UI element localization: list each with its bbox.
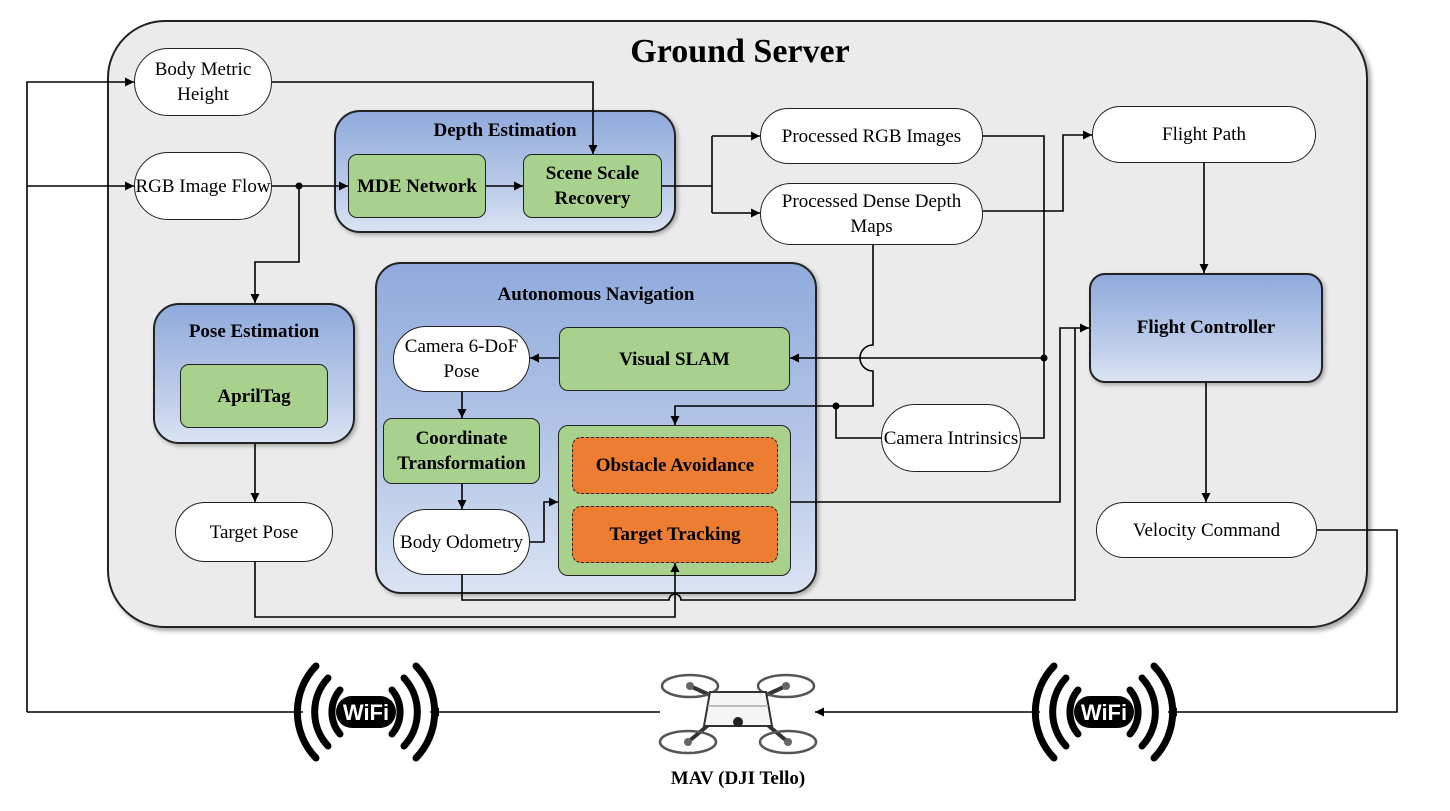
target-tracking-box: Target Tracking bbox=[572, 506, 778, 563]
body-metric-height-node: Body Metric Height bbox=[134, 48, 272, 116]
camera-intrinsics-node: Camera Intrinsics bbox=[881, 404, 1021, 472]
flight-path-node: Flight Path bbox=[1092, 106, 1316, 163]
drone-icon bbox=[658, 673, 818, 755]
apriltag-box: AprilTag bbox=[180, 364, 328, 428]
processed-rgb-images-node: Processed RGB Images bbox=[760, 108, 983, 164]
wifi-label: WiFi bbox=[1081, 700, 1127, 725]
velocity-command-node: Velocity Command bbox=[1096, 502, 1317, 558]
mav-caption: MAV (DJI Tello) bbox=[670, 768, 806, 789]
autonomous-navigation-title: Autonomous Navigation bbox=[497, 284, 695, 305]
rgb-image-flow-node: RGB Image Flow bbox=[134, 152, 272, 220]
target-pose-node: Target Pose bbox=[175, 502, 333, 562]
flight-controller-box: Flight Controller bbox=[1089, 273, 1323, 383]
scene-scale-recovery-box: Scene Scale Recovery bbox=[523, 154, 662, 218]
obstacle-avoidance-box: Obstacle Avoidance bbox=[572, 437, 778, 494]
ground-server-title: Ground Server bbox=[630, 33, 850, 70]
mde-network-box: MDE Network bbox=[348, 154, 486, 218]
camera-6dof-pose-node: Camera 6-DoF Pose bbox=[393, 326, 530, 392]
wifi-label: WiFi bbox=[343, 700, 389, 725]
wifi-icon: WiFi bbox=[293, 662, 439, 762]
depth-estimation-title: Depth Estimation bbox=[433, 120, 577, 141]
coordinate-transformation-box: Coordinate Transformation bbox=[383, 418, 540, 484]
pose-estimation-title: Pose Estimation bbox=[188, 321, 320, 342]
processed-dense-depth-maps-node: Processed Dense Depth Maps bbox=[760, 183, 983, 245]
body-odometry-node: Body Odometry bbox=[393, 509, 530, 575]
visual-slam-box: Visual SLAM bbox=[559, 327, 790, 391]
wifi-icon: WiFi bbox=[1031, 662, 1177, 762]
